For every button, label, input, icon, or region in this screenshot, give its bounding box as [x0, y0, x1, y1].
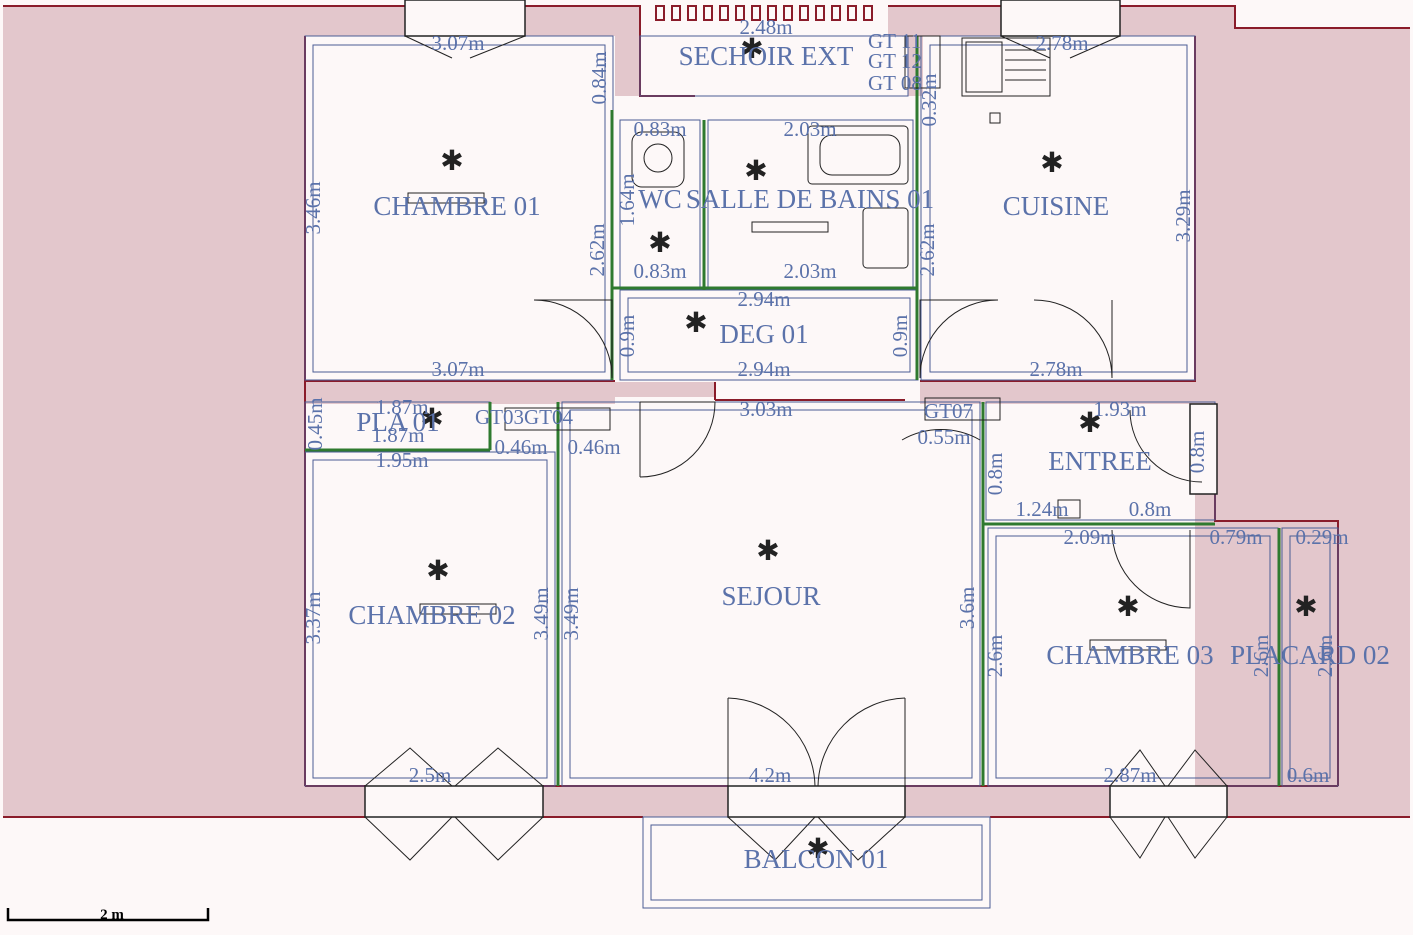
dimension: 0.8m	[983, 453, 1007, 496]
dimension: 0.79m	[1209, 525, 1262, 549]
dimension: 2.6m	[1313, 635, 1337, 678]
room-chambre-03: CHAMBRE 03	[1046, 640, 1213, 670]
dimension: 3.6m	[955, 587, 979, 630]
room-sechoir: SECHOIR EXT	[679, 41, 854, 71]
dimension: 3.49m	[559, 587, 583, 640]
dimension: 3.03m	[739, 397, 792, 421]
room-sejour: SEJOUR	[721, 581, 820, 611]
gaine-label: GT07	[924, 399, 973, 423]
gaine-label: GT 12	[868, 49, 922, 73]
dimension: 2.94m	[737, 287, 790, 311]
door-swings	[364, 35, 1228, 861]
vertical-dimensions: 0.84m 3.46m 0.32m 1.64m 2.62m 2.62m 3.29…	[301, 51, 1337, 677]
light-icon: ✱	[1116, 590, 1139, 623]
light-icon: ✱	[806, 832, 829, 865]
light-icon: ✱	[1078, 406, 1101, 439]
dimension: 0.8m	[1185, 431, 1209, 474]
dimension: 2.6m	[1249, 635, 1273, 678]
dimension: 3.46m	[301, 181, 325, 234]
room-balcon: BALCON 01	[744, 844, 889, 874]
gaine-labels: GT 11 GT 12 GT 08 GT03GT04 GT07	[475, 29, 973, 429]
dimension: 2.78m	[1029, 357, 1082, 381]
light-icon: ✱	[740, 32, 763, 65]
light-icon: ✱	[756, 534, 779, 567]
dimension: 1.87m	[371, 423, 424, 447]
dimension: 2.03m	[783, 259, 836, 283]
dimension: 1.24m	[1015, 497, 1068, 521]
dimension: 3.07m	[431, 357, 484, 381]
light-icon: ✱	[426, 554, 449, 587]
dimension: 2.48m	[739, 15, 792, 39]
dimension: 1.64m	[615, 173, 639, 226]
dimension: 0.32m	[917, 73, 941, 126]
scale-label: 2 m	[100, 907, 124, 923]
dimension-labels: 3.07m 2.48m 2.78m 0.83m 2.03m 0.83m 2.03…	[371, 15, 1348, 787]
room-entree: ENTREE	[1048, 446, 1151, 476]
dimension: 4.2m	[749, 763, 792, 787]
dimension: 0.46m	[567, 435, 620, 459]
dimension: 0.29m	[1295, 525, 1348, 549]
dimension: 1.87m	[375, 395, 428, 419]
room-placard-02: PLACARD 02	[1230, 640, 1390, 670]
dimension: 0.9m	[888, 315, 912, 358]
gaine-label: GT 11	[868, 29, 921, 53]
light-icon: ✱	[1040, 146, 1063, 179]
room-deg: DEG 01	[719, 319, 808, 349]
light-icon: ✱	[744, 154, 767, 187]
sechoir-vents	[655, 5, 873, 21]
gaine-label: GT03GT04	[475, 405, 573, 429]
dimension: 2.5m	[409, 763, 452, 787]
light-icon: ✱	[684, 306, 707, 339]
dimension: 1.95m	[375, 448, 428, 472]
dimension: 3.07m	[431, 31, 484, 55]
light-icon: ✱	[420, 402, 443, 435]
dimension: 2.6m	[983, 635, 1007, 678]
dimension: 3.29m	[1171, 189, 1195, 242]
dimension: 2.94m	[737, 357, 790, 381]
dimension: 2.62m	[585, 223, 609, 276]
dimension: 0.83m	[633, 259, 686, 283]
fixtures	[407, 35, 1167, 651]
dimension: 0.46m	[494, 435, 547, 459]
dimension: 0.9m	[615, 315, 639, 358]
room-chambre-01: CHAMBRE 01	[373, 191, 540, 221]
light-fixtures: ✱ ✱ ✱ ✱ ✱ ✱ ✱ ✱ ✱ ✱ ✱ ✱ ✱	[420, 32, 1317, 865]
exterior-area	[3, 6, 1410, 817]
room-chambre-02: CHAMBRE 02	[348, 600, 515, 630]
windows	[364, 0, 1228, 818]
dimension: 3.49m	[529, 587, 553, 640]
dimension: 0.6m	[1287, 763, 1330, 787]
dimension: 2.78m	[1035, 31, 1088, 55]
light-icon: ✱	[1294, 590, 1317, 623]
light-icon: ✱	[440, 144, 463, 177]
dimension: 2.62m	[915, 223, 939, 276]
dimension: 0.84m	[587, 51, 611, 104]
dimension: 0.55m	[917, 425, 970, 449]
room-labels: SECHOIR EXT CHAMBRE 01 WC SALLE DE BAINS…	[348, 41, 1390, 874]
gaine-label: GT 08	[868, 71, 922, 95]
dimension: 0.45m	[303, 397, 327, 450]
room-cuisine: CUISINE	[1003, 191, 1110, 221]
dimension: 2.09m	[1063, 525, 1116, 549]
room-placard-01: PLA 01	[356, 407, 439, 437]
dimension: 3.37m	[301, 591, 325, 644]
dimension: 1.93m	[1093, 397, 1146, 421]
scale-bar: 2 m	[6, 907, 210, 923]
dimension: 0.8m	[1129, 497, 1172, 521]
light-icon: ✱	[648, 226, 671, 259]
room-wc: WC	[638, 184, 682, 214]
dimension: 0.83m	[633, 117, 686, 141]
dimension: 2.87m	[1103, 763, 1156, 787]
dimension: 2.03m	[783, 117, 836, 141]
room-salle-de-bains: SALLE DE BAINS 01	[686, 184, 934, 214]
